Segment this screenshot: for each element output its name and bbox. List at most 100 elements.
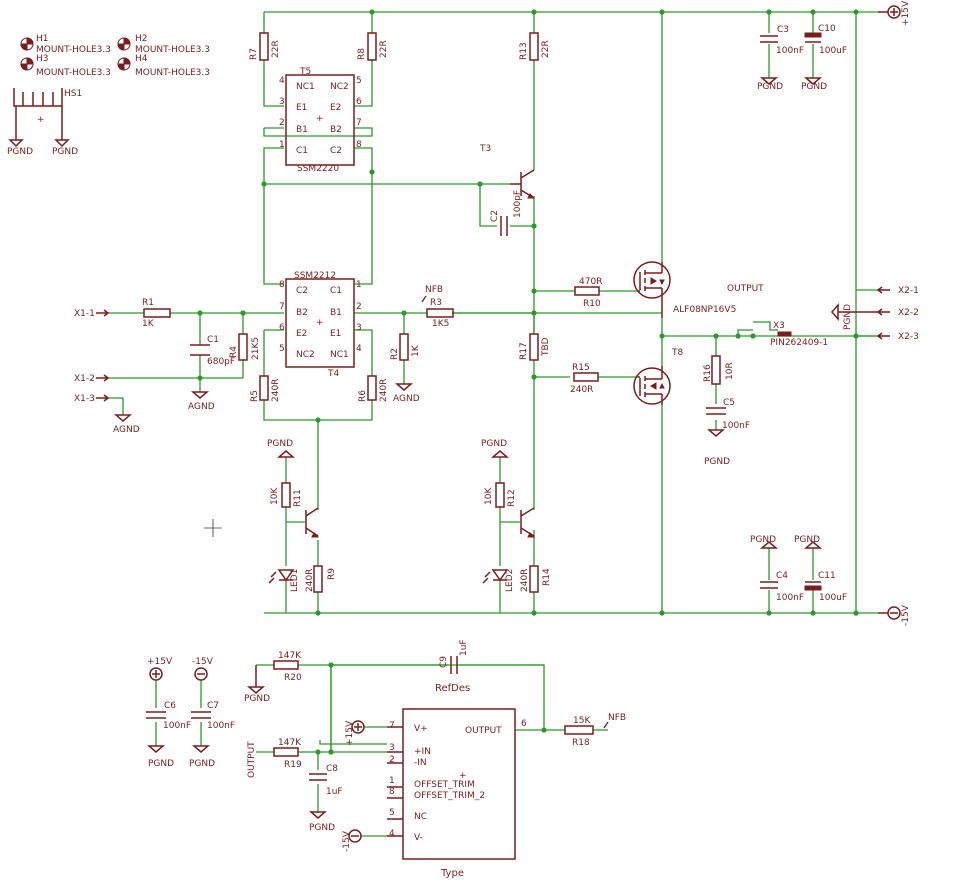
svg-text:R18: R18 — [572, 738, 590, 748]
svg-text:X1-1: X1-1 — [74, 309, 95, 319]
resistor-r19: 147K R19 — [273, 738, 302, 770]
svg-text:V-: V- — [414, 833, 423, 843]
resistor-r1: R1 1K — [142, 298, 171, 329]
svg-text:10K: 10K — [484, 487, 494, 505]
resistor-r12: 10K R12 — [484, 482, 517, 508]
resistor-r7: R7 22R — [249, 32, 281, 61]
svg-text:+IN: +IN — [414, 747, 431, 757]
svg-text:6: 6 — [521, 719, 527, 729]
svg-text:1K: 1K — [411, 344, 421, 357]
svg-text:240R: 240R — [520, 569, 530, 592]
led-led1: LED1 — [268, 569, 300, 592]
svg-text:AGND: AGND — [393, 394, 420, 404]
pgnd-symbol-c11: PGND — [794, 535, 823, 549]
svg-text:H4: H4 — [135, 54, 148, 64]
resistor-r14: 240R R14 — [520, 565, 552, 593]
svg-text:Type: Type — [440, 868, 464, 879]
junctions — [197, 9, 859, 755]
svg-text:2: 2 — [279, 118, 285, 128]
svg-text:V+: V+ — [414, 724, 428, 734]
svg-text:8: 8 — [389, 787, 395, 797]
svg-text:PGND: PGND — [704, 457, 730, 467]
svg-text:E1: E1 — [296, 103, 307, 113]
svg-text:100nF: 100nF — [163, 721, 191, 731]
svg-text:1uF: 1uF — [459, 639, 469, 656]
svg-text:C1: C1 — [207, 335, 219, 345]
supply-neg-15v-c7: -15V — [192, 657, 214, 681]
svg-text:R14: R14 — [542, 568, 552, 586]
svg-text:R11: R11 — [293, 489, 303, 507]
svg-text:H2: H2 — [135, 34, 148, 44]
svg-text:PGND: PGND — [189, 759, 215, 769]
svg-text:AGND: AGND — [113, 425, 140, 435]
svg-text:C11: C11 — [818, 571, 836, 581]
svg-text:C10: C10 — [818, 24, 836, 34]
svg-text:680pF: 680pF — [207, 357, 235, 367]
capacitor-c2: C2 100pF — [490, 190, 523, 236]
svg-text:100nF: 100nF — [722, 421, 750, 431]
svg-text:R12: R12 — [507, 489, 517, 507]
svg-text:MOUNT-HOLE3.3: MOUNT-HOLE3.3 — [135, 45, 210, 55]
svg-text:OFFSET_TRIM: OFFSET_TRIM — [414, 780, 475, 790]
svg-text:PGND: PGND — [7, 147, 33, 157]
resistor-r16: R16 10R — [703, 355, 735, 385]
svg-text:PGND: PGND — [801, 82, 827, 92]
svg-text:C2: C2 — [330, 146, 342, 156]
svg-text:E1: E1 — [330, 329, 341, 339]
svg-text:1: 1 — [356, 280, 362, 290]
svg-text:C1: C1 — [296, 146, 308, 156]
svg-text:+: + — [37, 115, 45, 125]
svg-text:C1: C1 — [330, 286, 342, 296]
connector-x1-1: X1-1 — [74, 309, 110, 319]
svg-text:T8: T8 — [671, 348, 683, 358]
svg-text:2: 2 — [356, 302, 362, 312]
svg-text:+15V: +15V — [901, 0, 911, 26]
svg-text:R3: R3 — [430, 298, 442, 308]
net-label-output-opamp: OUTPUT — [247, 741, 257, 778]
svg-text:+15V: +15V — [345, 720, 355, 746]
svg-text:PGND: PGND — [794, 535, 820, 545]
svg-text:1K5: 1K5 — [432, 319, 449, 329]
svg-text:OFFSET_TRIM_2: OFFSET_TRIM_2 — [414, 791, 485, 801]
svg-text:MOUNT-HOLE3.3: MOUNT-HOLE3.3 — [36, 45, 111, 55]
svg-text:RefDes: RefDes — [435, 683, 470, 694]
svg-text:PIN262409-1: PIN262409-1 — [770, 338, 828, 348]
svg-text:10R: 10R — [725, 362, 735, 380]
svg-text:T4: T4 — [327, 369, 339, 379]
svg-text:-15V: -15V — [342, 830, 352, 852]
svg-text:LED2: LED2 — [505, 569, 515, 592]
svg-text:R1: R1 — [142, 298, 154, 308]
agnd-symbol-r2: AGND — [393, 383, 420, 404]
origin-crosshair — [204, 519, 222, 537]
pgnd-symbol-r20: PGND — [244, 665, 270, 704]
svg-text:8: 8 — [356, 140, 362, 150]
resistor-r2: R2 1K — [390, 333, 421, 361]
svg-text:R5: R5 — [250, 390, 260, 402]
svg-text:240R: 240R — [379, 379, 389, 402]
svg-text:ALF08NP16V5: ALF08NP16V5 — [673, 305, 736, 315]
svg-text:NC2: NC2 — [330, 82, 349, 92]
svg-text:1uF: 1uF — [326, 787, 343, 797]
svg-text:100nF: 100nF — [207, 721, 235, 731]
svg-text:240R: 240R — [570, 385, 593, 395]
pgnd-symbol-c4: PGND — [750, 535, 779, 549]
svg-text:R16: R16 — [703, 364, 713, 382]
net-label-output-top: OUTPUT — [727, 284, 764, 294]
svg-text:22R: 22R — [541, 40, 551, 58]
svg-text:B1: B1 — [296, 125, 308, 135]
transistor-t3: T3 — [479, 144, 536, 199]
mosfet-lower — [633, 366, 671, 405]
transistor-q-left — [305, 507, 320, 538]
supply-neg-15v-opamp: -15V — [342, 829, 362, 852]
pgnd-symbol-c7: PGND — [189, 745, 215, 769]
